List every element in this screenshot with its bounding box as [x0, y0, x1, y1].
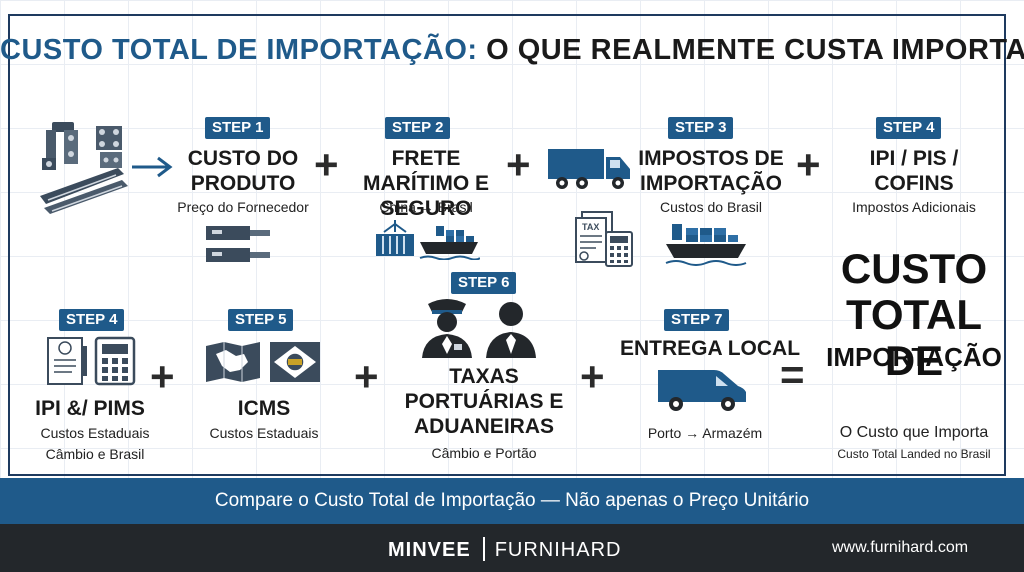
content-frame: [8, 14, 1006, 476]
step-6-badge: STEP 6: [451, 272, 517, 294]
svg-text:TAX: TAX: [582, 222, 599, 232]
plus-operator-6: +: [580, 353, 605, 400]
brand-divider: [482, 537, 485, 561]
title-part-1: CUSTO TOTAL DE IMPORTAÇÃO:: [0, 34, 478, 66]
step-7-badge: STEP 7: [664, 309, 730, 331]
map-icon: [206, 342, 260, 382]
plus-operator-4: +: [150, 353, 175, 400]
step-3-sub: Custos do Brasil: [660, 199, 762, 215]
calculator-icon: [94, 336, 136, 386]
plus-operator-3: +: [796, 141, 821, 188]
cargo-ship-icon: [665, 224, 747, 266]
step-4-top-sub: Impostos Adicionais: [852, 199, 976, 215]
step-2-badge: STEP 2: [385, 117, 451, 139]
step-7-heading: ENTREGA LOCAL: [620, 337, 801, 360]
total-title: CUSTO TOTAL DE: [840, 245, 988, 384]
page-title: CUSTO TOTAL DE IMPORTAÇÃO: O QUE REALMEN…: [0, 34, 1024, 67]
drawer-slides-icon: [206, 226, 270, 262]
total-caption-small: Custo Total Landed no Brasil: [837, 447, 991, 461]
flag-icon: [270, 342, 320, 382]
step-2-sub: China → Brasil: [379, 199, 473, 215]
calculator-icon: [605, 231, 633, 267]
plus-operator-2: +: [506, 141, 531, 188]
step-2-heading: FRETE MARÍTIMO E SEGURO: [363, 147, 489, 220]
equals-operator: =: [780, 351, 805, 398]
step-3-badge: STEP 3: [668, 117, 734, 139]
tax-document-icon: [47, 337, 87, 385]
arrow-right-icon: [132, 156, 173, 178]
brand-name-bold: MINVEE: [388, 539, 471, 561]
plus-operator-1: +: [314, 141, 339, 188]
step-3-heading: IMPOSTOS DE IMPORTAÇÃO: [638, 147, 784, 195]
customs-officer-icon: [422, 299, 472, 358]
brand-logo: MINVEE FURNIHARD: [388, 537, 621, 562]
total-subtitle: IMPORTAÇÃO: [826, 342, 1002, 372]
step-4-bottom-heading: IPI &/ PIMS: [35, 397, 145, 420]
step-5-heading: ICMS: [237, 397, 291, 420]
step-1-sub: Preço do Fornecedor: [177, 199, 309, 215]
delivery-van-icon: [658, 370, 746, 411]
truck-icon: [548, 149, 630, 189]
tax-document-icon: TAX: [575, 211, 613, 263]
step-4-top-heading: IPI / PIS / COFINS: [869, 147, 959, 195]
brand-name-light: FURNIHARD: [494, 539, 622, 561]
person-icon: [486, 302, 536, 358]
step-1-badge: STEP 1: [205, 117, 271, 139]
footer-bar: [0, 524, 1024, 572]
step-6-sub-1: Câmbio e Portão: [431, 445, 537, 461]
hardware-parts-icon: [40, 122, 128, 214]
step-4-bottom-sub-2: Câmbio e Brasil: [45, 446, 145, 462]
step-4-bottom-sub-1: Custos Estaduais: [40, 425, 150, 441]
website-link[interactable]: www.furnihard.com: [832, 539, 969, 556]
step-4-top-badge: STEP 4: [876, 117, 942, 139]
comparison-banner: Compare o Custo Total de Importação — Nã…: [0, 478, 1024, 524]
plus-operator-5: +: [354, 353, 379, 400]
step-1-heading: CUSTO DO PRODUTO: [187, 147, 299, 195]
step-4-bottom-badge: STEP 4: [59, 309, 125, 331]
title-part-2: O QUE REALMENTE CUSTA IMPORTAR?: [486, 34, 1024, 66]
step-6-heading: TAXAS PORTUÁRIAS E ADUANEIRAS: [404, 365, 564, 438]
step-5-badge: STEP 5: [228, 309, 294, 331]
cargo-ship-icon: [419, 226, 480, 260]
step-7-sub-1: Porto → Armazém: [647, 425, 763, 441]
step-5-sub-1: Custos Estaduais: [209, 425, 319, 441]
container-crane-icon: [376, 220, 414, 256]
total-caption: O Custo que Importa: [839, 424, 989, 441]
